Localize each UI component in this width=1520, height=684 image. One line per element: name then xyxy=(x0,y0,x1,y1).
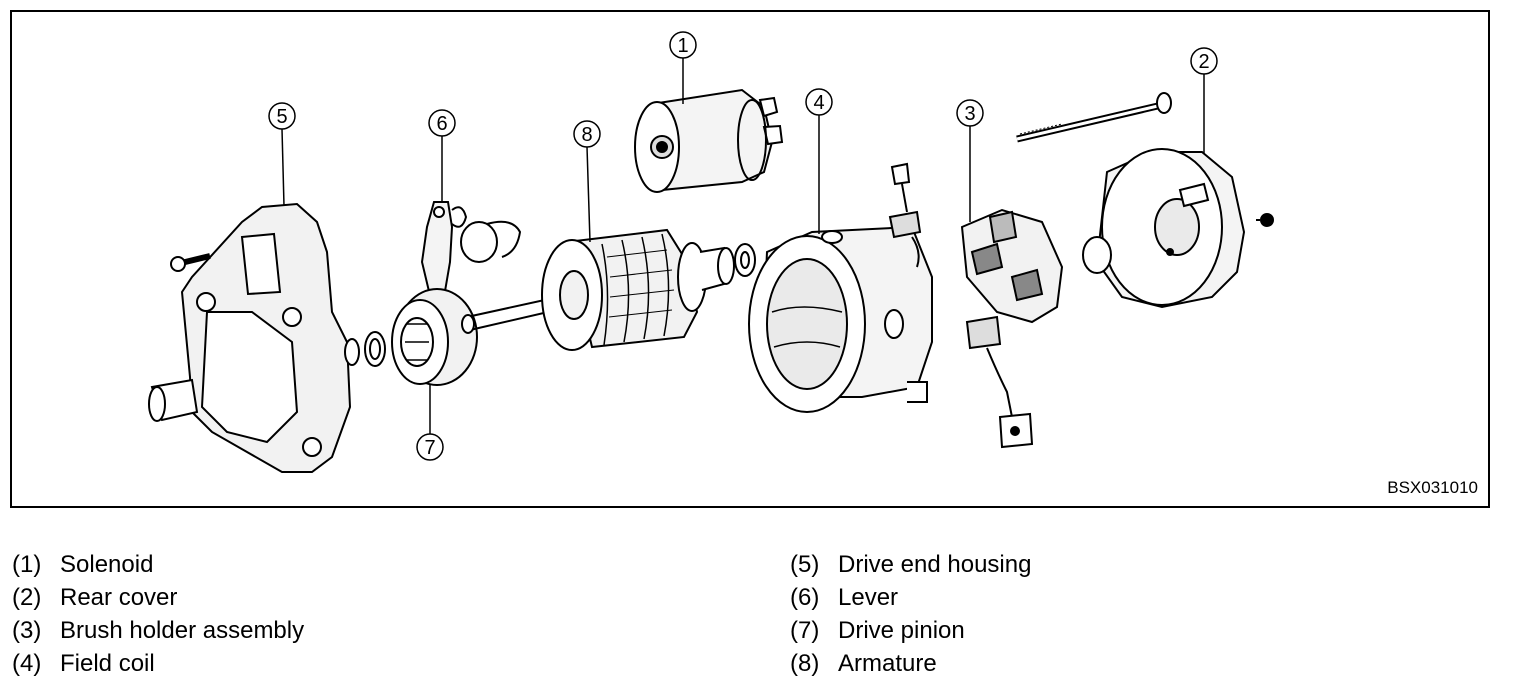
callout-3: 3 xyxy=(956,99,984,127)
legend-label: Drive pinion xyxy=(838,617,965,644)
callout-7: 7 xyxy=(416,433,444,461)
callout-6: 6 xyxy=(428,109,456,137)
legend-item-lever: (6) Lever xyxy=(790,581,1031,614)
callouts: 1 2 3 4 5 6 7 xyxy=(268,31,1218,461)
armature xyxy=(541,228,756,351)
legend-item-brush-holder: (3) Brush holder assembly xyxy=(12,614,304,647)
callout-5: 5 xyxy=(268,102,296,130)
callout-4: 4 xyxy=(805,88,833,116)
legend-label: Lever xyxy=(838,584,899,611)
starter-motor-exploded-view: 1 2 3 4 5 6 7 xyxy=(148,31,1274,473)
figure-code: BSX031010 xyxy=(1387,478,1478,497)
housing-bolt xyxy=(170,253,211,272)
legend-item-solenoid: (1) Solenoid xyxy=(12,548,304,581)
legend-number: (4) xyxy=(12,650,42,677)
callout-8: 8 xyxy=(573,120,601,148)
field-coil-yoke xyxy=(748,162,933,413)
legend-number: (2) xyxy=(12,584,42,611)
legend-number: (6) xyxy=(790,584,820,611)
legend-label: Armature xyxy=(838,650,937,677)
legend-number: (3) xyxy=(12,617,42,644)
cover-screw xyxy=(1256,213,1274,227)
legend-label: Field coil xyxy=(60,650,155,677)
legend-item-field-coil: (4) Field coil xyxy=(12,647,304,680)
drive-pinion xyxy=(391,288,478,386)
svg-text:1: 1 xyxy=(677,35,688,57)
legend-left-column: (1) Solenoid (2) Rear cover (3) Brush holde… xyxy=(12,548,304,680)
svg-text:7: 7 xyxy=(424,437,435,459)
svg-text:2: 2 xyxy=(1198,51,1209,73)
svg-text:5: 5 xyxy=(276,106,287,128)
leader-lines xyxy=(281,58,1205,434)
legend-label: Rear cover xyxy=(60,584,178,611)
legend-item-armature: (8) Armature xyxy=(790,647,1031,680)
legend-number: (1) xyxy=(12,551,42,578)
rear-cover xyxy=(1082,148,1246,309)
legend-item-drive-end-housing: (5) Drive end housing xyxy=(790,548,1031,581)
solenoid xyxy=(634,88,784,193)
svg-text:3: 3 xyxy=(964,103,975,125)
svg-text:4: 4 xyxy=(813,92,824,114)
brush-holder-assembly xyxy=(960,208,1064,449)
stop-ring-washers xyxy=(344,331,386,367)
legend-number: (7) xyxy=(790,617,820,644)
callout-2: 2 xyxy=(1190,47,1218,75)
svg-text:6: 6 xyxy=(436,113,447,135)
legend-label: Drive end housing xyxy=(838,551,1032,578)
drive-end-housing xyxy=(148,202,352,473)
lever xyxy=(420,201,522,306)
legend-number: (5) xyxy=(790,551,820,578)
legend-item-rear-cover: (2) Rear cover xyxy=(12,581,304,614)
legend-number: (8) xyxy=(790,650,820,677)
callout-1: 1 xyxy=(669,31,697,59)
legend-label: Brush holder assembly xyxy=(60,617,305,644)
legend-right-column: (5) Drive end housing (6) Lever (7) Drive p… xyxy=(790,548,1031,680)
legend-label: Solenoid xyxy=(60,551,154,578)
through-bolt xyxy=(1016,92,1172,143)
exploded-diagram-frame: 1 2 3 4 5 6 7 xyxy=(10,10,1490,508)
svg-text:8: 8 xyxy=(581,124,592,146)
legend-item-drive-pinion: (7) Drive pinion xyxy=(790,614,1031,647)
